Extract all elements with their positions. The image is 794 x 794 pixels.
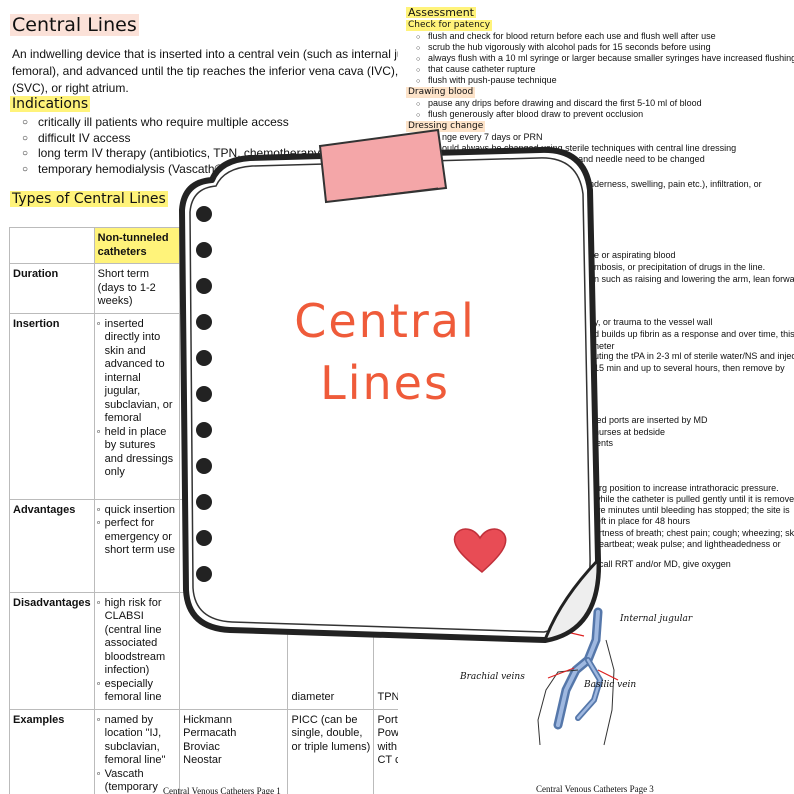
cell-bullet: Vascath (temporary dialysis catheter)	[97, 768, 176, 794]
page-footer: Central Venous Catheters Page 1	[163, 786, 281, 794]
intro-paragraph: An indwelling device that is inserted in…	[12, 46, 420, 97]
row-header: Disadvantages	[9, 591, 95, 710]
text-fragment: heartbeat; weak pulse; and lightheadedne…	[594, 539, 781, 549]
cell-text: Permacath	[183, 727, 237, 739]
page-footer: Central Venous Catheters Page 3	[536, 784, 654, 794]
assessment-heading: Assessment	[406, 6, 476, 19]
text-fragment: heter	[594, 341, 615, 351]
list-item: difficult IV access	[22, 131, 402, 147]
text-fragment: nurses at bedside	[594, 427, 666, 437]
text-fragment: urg position to increase intrathoracic p…	[594, 483, 779, 493]
text-fragment: e or aspirating blood	[594, 250, 676, 260]
row-header: Duration	[9, 263, 95, 314]
tape-icon	[318, 128, 448, 204]
cell-bullet: inserted directly into skin and advanced…	[97, 318, 176, 426]
table-cell: high risk for CLABSI (central line assoc…	[93, 591, 181, 710]
text-fragment: 15 min and up to several hours, then rem…	[594, 363, 785, 373]
text-fragment: left in place for 48 hours	[594, 516, 691, 526]
cell-bullet: held in place by sutures and dressings o…	[97, 426, 176, 480]
text-fragment: (erythema, tenderness, swelling, pain et…	[536, 179, 762, 189]
table-row: Examples named by location "IJ, subclavi…	[9, 708, 420, 794]
text-fragment: mbosis, or precipitation of drugs in the…	[594, 262, 766, 272]
row-header: Examples	[9, 708, 95, 794]
table-cell: inserted directly into skin and advanced…	[93, 312, 181, 500]
text-fragment: ortness of breath; chest pain; cough; wh…	[594, 528, 794, 538]
intro-line: femoral), and advanced until the tip rea…	[12, 64, 420, 78]
patency-list: flush and check for blood return before …	[406, 31, 794, 87]
intro-line: (SVC), or right atrium.	[12, 81, 129, 95]
cell-text: (days to 1-2 weeks)	[97, 281, 156, 308]
cover-title: Central Lines	[230, 290, 540, 414]
text-fragment: ients	[594, 438, 614, 448]
vein-label-basilic: Basilic vein	[584, 680, 637, 690]
row-header: Insertion	[9, 312, 95, 500]
text-fragment: ted ports are inserted by MD	[594, 415, 708, 425]
list-item: flush generously after blood draw to pre…	[416, 109, 794, 121]
table-cell: PICC (can be single, double, or triple l…	[287, 708, 375, 794]
row-header: Advantages	[9, 498, 95, 593]
text-fragment: d builds up fibrin as a response and ove…	[594, 329, 794, 339]
cell-bullet: named by location "IJ, subclavian, femor…	[97, 714, 176, 768]
types-heading: Types of Central Lines	[10, 191, 168, 207]
list-item: temporary hemodialysis (Vascath®)	[22, 162, 402, 178]
cell-text: with I	[377, 740, 404, 753]
cell-text: Hickmann	[183, 713, 233, 726]
vein-label-brachial: Brachial veins	[460, 672, 525, 682]
text-fragment: while the catheter is pulled gently unti…	[594, 494, 794, 504]
list-item: nge every 7 days or PRN	[442, 132, 543, 142]
intro-line: An indwelling device that is inserted in…	[12, 47, 420, 61]
list-item: critically ill patients who require mult…	[22, 115, 402, 131]
list-item: always flush with a 10 ml syringe or lar…	[416, 53, 794, 65]
cover-title-line: Central	[294, 294, 476, 348]
cell-bullet: perfect for emergency or short term use	[97, 517, 176, 558]
list-item: pause any drips before drawing and disca…	[416, 98, 794, 110]
list-item: scrub the hub vigorously with alcohol pa…	[416, 42, 794, 54]
text-fragment: uting the tPA in 2-3 ml of sterile water…	[594, 351, 794, 361]
page-title: Central Lines	[10, 14, 139, 36]
cell-bullet: especially femoral line	[97, 678, 176, 705]
cover-title-line: Lines	[320, 356, 450, 410]
indications-heading: Indications	[10, 96, 91, 112]
cell-text: Short term	[97, 268, 150, 280]
cell-text: Neostar	[183, 754, 222, 766]
table-cell: Hickmann Permacath Broviac Neostar	[179, 708, 289, 794]
cell-text: TPN	[377, 691, 400, 703]
cell-bullet: quick insertion	[97, 504, 176, 518]
dressing-change-heading: Dressing change	[406, 121, 486, 132]
table-cell: quick insertion perfect for emergency or…	[93, 498, 181, 593]
text-fragment: ive minutes until bleeding has stopped; …	[594, 505, 790, 515]
text-fragment: y, or trauma to the vessel wall	[594, 317, 713, 327]
text-fragment: n such as raising and lowering the arm, …	[594, 274, 794, 284]
cell-text: diameter	[291, 691, 335, 703]
drawing-list: pause any drips before drawing and disca…	[406, 98, 794, 121]
cell-bullet: high risk for CLABSI (central line assoc…	[97, 597, 176, 678]
heart-icon	[453, 528, 507, 573]
spiral-binding-icon	[196, 206, 212, 582]
cell-text: PICC (can be single, double, or triple l…	[291, 713, 371, 753]
vein-label-internal-jugular: Internal jugular	[620, 614, 693, 624]
table-cell: Short term (days to 1-2 weeks)	[93, 263, 181, 314]
list-item: flush with push-pause technique	[416, 75, 794, 87]
list-item: ould always be changed using sterile tec…	[442, 143, 737, 153]
cell-text: Broviac	[183, 740, 220, 753]
patency-heading: Check for patency	[406, 20, 493, 31]
text-fragment: , call RRT and/or MD, give oxygen	[594, 559, 731, 569]
table-cell: named by location "IJ, subclavian, femor…	[93, 708, 181, 794]
table-cell	[9, 227, 95, 264]
cell-text: Port-	[377, 713, 402, 726]
column-header: Non-tunneled catheters	[93, 227, 181, 264]
drawing-blood-heading: Drawing blood	[406, 87, 476, 98]
list-item: flush and check for blood return before …	[416, 31, 794, 43]
list-item-continuation: that cause catheter rupture	[416, 64, 794, 76]
